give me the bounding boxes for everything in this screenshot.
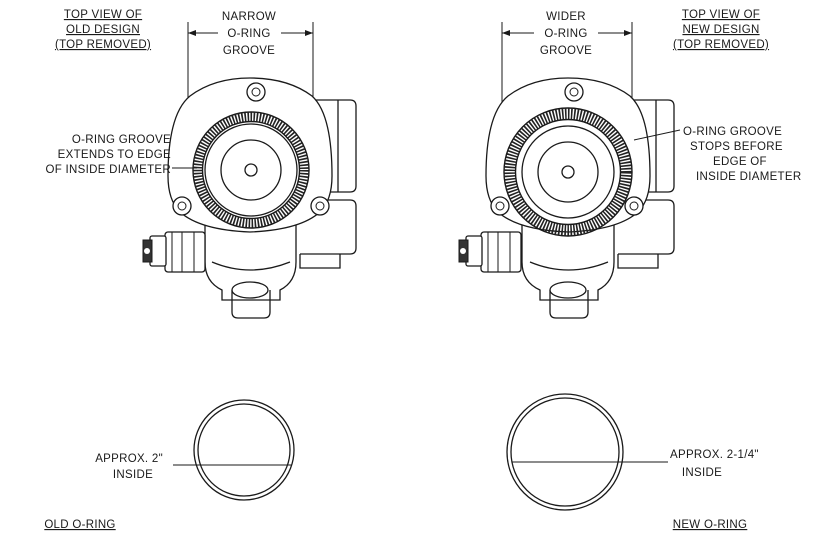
old-groove-note-line1: O-RING GROOVE bbox=[72, 134, 171, 146]
new-ring-size-line1: APPROX. 2-1/4" bbox=[670, 449, 759, 461]
new-ring-label: NEW O-RING bbox=[673, 519, 748, 531]
old-groove-width-line3: GROOVE bbox=[223, 45, 275, 57]
new-oring bbox=[506, 393, 668, 511]
old-title-line2: OLD DESIGN bbox=[66, 24, 140, 36]
old-ring-size-line1: APPROX. 2" bbox=[95, 453, 163, 465]
new-title-line2: NEW DESIGN bbox=[682, 24, 759, 36]
old-groove-width-line1: NARROW bbox=[222, 11, 276, 23]
old-groove-note-line2: EXTENDS TO EDGE bbox=[58, 149, 171, 161]
new-ring-size-line2: INSIDE bbox=[682, 467, 722, 479]
new-groove-note-line4: INSIDE DIAMETER bbox=[696, 171, 801, 183]
old-design-view: TOP VIEW OF OLD DESIGN (TOP REMOVED) NAR… bbox=[44, 9, 357, 531]
new-title-line3: (TOP REMOVED) bbox=[673, 39, 769, 51]
new-groove-width-line1: WIDER bbox=[546, 11, 586, 23]
new-groove-width-line2: O-RING bbox=[544, 28, 587, 40]
new-groove-width-line3: GROOVE bbox=[540, 45, 592, 57]
new-design-view: TOP VIEW OF NEW DESIGN (TOP REMOVED) WID… bbox=[458, 9, 801, 531]
old-ring-label: OLD O-RING bbox=[44, 519, 115, 531]
new-groove-note-line2: STOPS BEFORE bbox=[690, 141, 783, 153]
old-valve-housing bbox=[142, 77, 357, 319]
old-oring bbox=[173, 399, 295, 501]
new-groove-note-line1: O-RING GROOVE bbox=[683, 126, 782, 138]
old-title-line1: TOP VIEW OF bbox=[64, 9, 142, 21]
old-title-line3: (TOP REMOVED) bbox=[55, 39, 151, 51]
new-groove-note-line3: EDGE OF bbox=[713, 156, 767, 168]
new-groove-note-leader bbox=[633, 129, 681, 141]
old-groove-note-line3: OF INSIDE DIAMETER bbox=[45, 164, 171, 176]
new-valve-housing bbox=[458, 77, 675, 319]
new-title-line1: TOP VIEW OF bbox=[682, 9, 760, 21]
old-groove-width-line2: O-RING bbox=[227, 28, 270, 40]
old-ring-size-line2: INSIDE bbox=[113, 469, 153, 481]
